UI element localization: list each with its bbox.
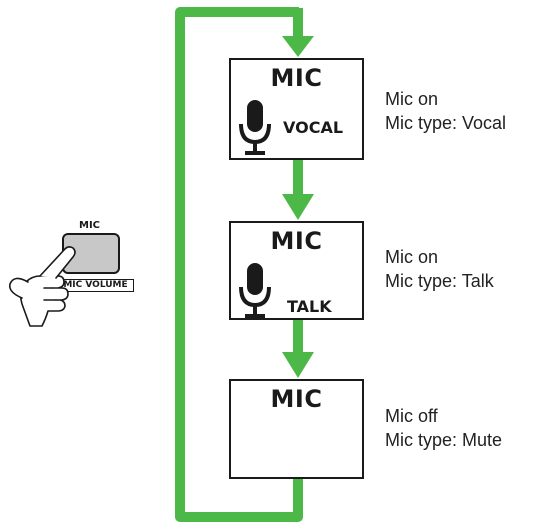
mic-volume-label: MIC VOLUME [57, 279, 134, 292]
lcd-title: MIC [270, 64, 323, 92]
state-mic-type: Mic type: Talk [385, 271, 494, 291]
lcd-title: MIC [270, 385, 323, 413]
state-description-talk: Mic on Mic type: Talk [385, 245, 494, 293]
lcd-display-vocal: MIC VOCAL [229, 58, 364, 160]
state-status: Mic on [385, 89, 439, 109]
loop-path [175, 7, 303, 522]
state-description-vocal: Mic on Mic type: Vocal [385, 87, 506, 135]
state-status: Mic off [385, 406, 438, 426]
state-status: Mic on [385, 247, 439, 267]
state-mic-type: Mic type: Mute [385, 430, 503, 450]
pointing-hand-icon [8, 246, 76, 327]
lcd-display-mute: MIC [229, 379, 364, 479]
down-arrow-icon [282, 352, 314, 378]
lcd-type-label: VOCAL [283, 118, 344, 137]
microphone-icon [239, 263, 271, 318]
lcd-type-label: TALK [287, 297, 332, 316]
lcd-display-talk: MIC TALK [229, 221, 364, 320]
down-arrow-icon [282, 36, 314, 57]
down-arrow-icon [282, 194, 314, 220]
state-mic-type: Mic type: Vocal [385, 113, 507, 133]
microphone-icon [239, 100, 271, 155]
mic-button-label: MIC [79, 220, 101, 231]
lcd-title: MIC [270, 227, 323, 255]
state-description-mute: Mic off Mic type: Mute [385, 404, 502, 452]
